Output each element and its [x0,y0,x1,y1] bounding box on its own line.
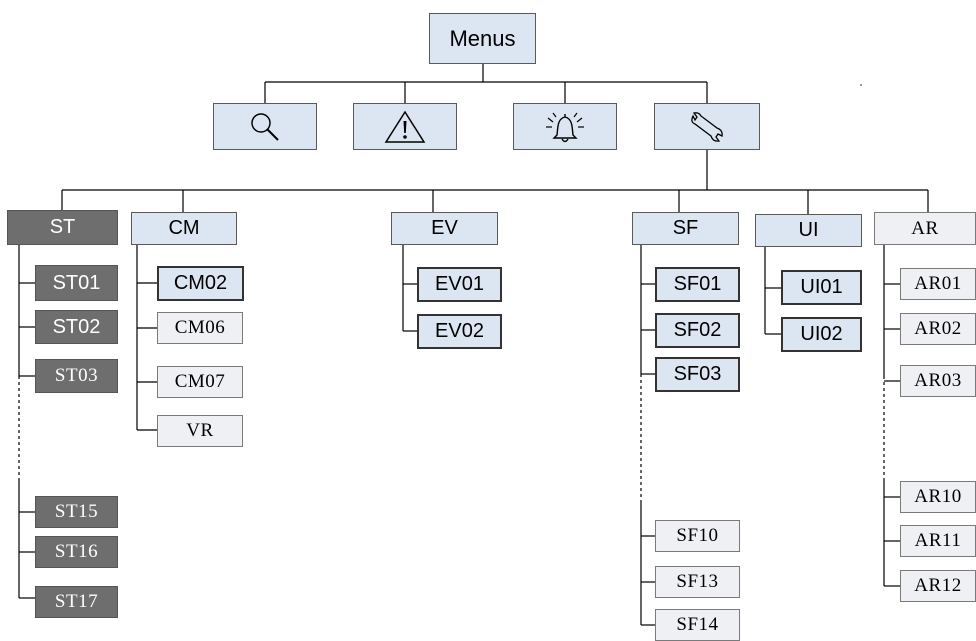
sf-item-label: SF02 [673,319,722,341]
sf-item[interactable]: SF03 [655,357,740,392]
category-ui[interactable]: UI [755,214,862,247]
st-item[interactable]: ST01 [35,265,118,301]
sf-item[interactable]: SF13 [655,566,740,598]
ar-item-label: AR11 [914,530,962,551]
cm-item[interactable]: CM06 [157,312,243,344]
st-item-label: ST17 [54,591,99,612]
ar-item-label: AR12 [914,575,962,596]
warning-icon [354,104,456,149]
category-ar[interactable]: AR [874,212,976,245]
search-menu-node[interactable] [213,103,317,150]
st-item[interactable]: ST03 [35,359,118,393]
sf-item-label: SF14 [676,614,719,635]
alarm-menu-node[interactable] [513,103,617,150]
ui-item[interactable]: UI02 [781,317,862,352]
sf-item-label: SF01 [673,273,722,295]
ev-item-label: EV01 [435,273,484,295]
st-item[interactable]: ST17 [35,586,118,618]
settings-wrench-icon [655,104,759,149]
ev-item[interactable]: EV01 [417,267,502,302]
st-item-label: ST02 [52,315,101,338]
category-st[interactable]: ST [7,210,118,245]
alarm-bell-icon [514,104,616,149]
sf-item-label: SF10 [676,525,719,546]
sf-item[interactable]: SF01 [655,267,740,302]
search-icon [214,104,316,149]
st-item-label: ST01 [52,271,101,294]
ev-item[interactable]: EV02 [417,314,502,349]
ar-item[interactable]: AR02 [900,313,976,345]
ui-item-label: UI02 [800,323,843,345]
category-ui-label: UI [798,219,819,241]
cm-item[interactable]: CM07 [157,366,243,398]
stray-dot [860,84,862,86]
category-sf[interactable]: SF [632,212,739,245]
category-st-label: ST [49,216,76,238]
settings-menu-node[interactable] [654,103,760,150]
st-item-label: ST15 [54,501,99,522]
category-cm[interactable]: CM [131,212,237,245]
st-item[interactable]: ST16 [35,536,118,568]
cm-item-label: CM02 [173,272,228,294]
cm-item-label: CM07 [174,371,226,392]
st-item[interactable]: ST15 [35,496,118,528]
st-item-label: ST03 [54,365,99,386]
sf-item-label: SF13 [676,571,719,592]
menus-root-node[interactable]: Menus [429,13,536,64]
ui-item[interactable]: UI01 [781,270,862,305]
ar-item[interactable]: AR03 [900,365,976,397]
cm-item[interactable]: CM02 [157,266,244,301]
menus-root-label: Menus [449,25,516,51]
st-item-label: ST16 [54,541,99,562]
cm-item[interactable]: VR [157,415,243,447]
ar-item-label: AR03 [914,370,962,391]
sf-item[interactable]: SF02 [655,313,740,348]
ar-item-label: AR10 [914,486,962,507]
category-ev-label: EV [431,217,458,239]
ar-item[interactable]: AR10 [900,481,976,513]
ar-item[interactable]: AR12 [900,570,976,602]
category-ev[interactable]: EV [391,212,498,245]
ar-item-label: AR01 [914,273,962,294]
category-sf-label: SF [672,217,699,239]
warning-menu-node[interactable] [353,103,457,150]
cm-item-label: CM06 [174,317,226,338]
category-ar-label: AR [911,217,939,239]
sf-item[interactable]: SF10 [655,520,740,552]
sf-item-label: SF03 [673,363,722,385]
cm-item-label: VR [186,420,214,441]
ar-item-label: AR02 [914,318,962,339]
ar-item[interactable]: AR01 [900,268,976,300]
st-item[interactable]: ST02 [35,310,118,344]
ev-item-label: EV02 [435,320,484,342]
sf-item[interactable]: SF14 [655,609,740,641]
ui-item-label: UI01 [800,276,843,298]
category-cm-label: CM [168,217,200,239]
ar-item[interactable]: AR11 [900,525,976,557]
